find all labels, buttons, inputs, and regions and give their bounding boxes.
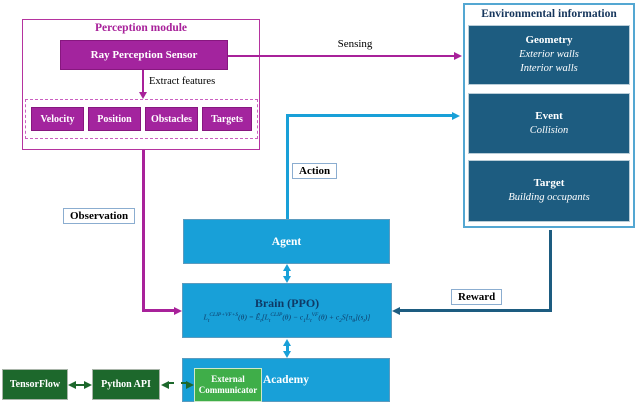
env-item-target: Target Building occupants <box>468 160 630 222</box>
environmental-information-box <box>463 3 635 228</box>
observation-label: Observation <box>63 208 136 224</box>
feature-box-position: Position <box>88 107 141 131</box>
academy-label: Academy <box>263 374 309 386</box>
agent-brain-arrow-down-icon <box>282 276 291 283</box>
env-item-geometry: Geometry Exterior walls Interior walls <box>468 25 630 85</box>
tensorflow-label: TensorFlow <box>9 379 61 390</box>
action-line-horizontal <box>286 114 454 117</box>
env-item-line: Exterior walls <box>519 49 579 61</box>
extract-features-arrowhead-icon <box>138 92 147 99</box>
env-item-title: Target <box>533 177 565 190</box>
agent-label: Agent <box>271 235 302 248</box>
agent-brain-arrow-up-icon <box>282 264 291 271</box>
feature-box-velocity: Velocity <box>31 107 84 131</box>
reward-label: Reward <box>451 289 503 305</box>
tf-python-arrow-right-icon <box>84 380 92 389</box>
external-communicator-label-line1: External <box>211 373 245 384</box>
feature-label: Targets <box>211 113 243 125</box>
feature-label: Obstacles <box>150 113 193 125</box>
external-communicator-box: External Communicator <box>194 368 262 402</box>
action-line-vertical <box>286 115 289 220</box>
reward-arrowhead-icon <box>392 306 400 315</box>
env-item-title: Event <box>535 109 563 122</box>
external-communicator-label-line2: Communicator <box>198 385 258 395</box>
brain-academy-arrow-line <box>285 345 289 352</box>
sensing-line <box>228 55 456 57</box>
env-item-title: Geometry <box>525 34 573 47</box>
sensing-label: Sensing <box>337 38 373 50</box>
python-communicator-arrow-dashed-line <box>168 382 187 385</box>
action-label: Action <box>292 163 338 179</box>
python-api-box: Python API <box>92 369 160 400</box>
action-arrowhead-icon <box>452 111 460 120</box>
ray-perception-sensor-box: Ray Perception Sensor <box>60 40 228 70</box>
env-item-event: Event Collision <box>468 93 630 154</box>
env-item-line: Building occupants <box>508 192 590 204</box>
features-group-box <box>25 99 258 139</box>
reward-line-horizontal <box>399 309 552 312</box>
feature-box-obstacles: Obstacles <box>145 107 198 131</box>
feature-label: Velocity <box>40 113 75 125</box>
observation-arrowhead-icon <box>174 306 182 315</box>
reward-line-vertical <box>549 230 552 311</box>
ray-perception-sensor-label: Ray Perception Sensor <box>90 49 198 61</box>
agent-brain-arrow-line <box>285 270 289 277</box>
python-api-label: Python API <box>101 379 151 390</box>
python-communicator-arrow-left-icon <box>161 380 169 389</box>
tensorflow-box: TensorFlow <box>2 369 68 400</box>
python-communicator-arrow-right-icon <box>186 380 194 389</box>
observation-line-horizontal <box>142 309 175 312</box>
brain-formula: LtCLIP+VF+S(θ) = Êt[LtCLIP(θ) − c1LtVF(θ… <box>203 312 371 325</box>
feature-box-targets: Targets <box>202 107 252 131</box>
perception-module-title: Perception module <box>94 22 188 34</box>
tf-python-arrow-line <box>75 383 85 386</box>
brain-title: Brain (PPO) <box>254 295 320 310</box>
brain-box: Brain (PPO) LtCLIP+VF+S(θ) = Êt[LtCLIP(θ… <box>182 283 392 338</box>
perception-module-box <box>22 19 260 150</box>
extract-features-label: Extract features <box>149 76 216 87</box>
extract-features-arrow-line <box>142 70 144 94</box>
feature-label: Position <box>97 113 132 125</box>
env-item-line: Interior walls <box>520 63 578 75</box>
environmental-information-title: Environmental information <box>481 8 617 20</box>
sensing-arrowhead-icon <box>454 52 462 60</box>
tf-python-arrow-left-icon <box>68 380 76 389</box>
agent-box: Agent <box>183 219 390 264</box>
brain-academy-arrow-down-icon <box>282 351 291 358</box>
brain-academy-arrow-up-icon <box>282 339 291 346</box>
observation-line-vertical <box>142 150 145 311</box>
env-item-line: Collision <box>529 124 569 136</box>
